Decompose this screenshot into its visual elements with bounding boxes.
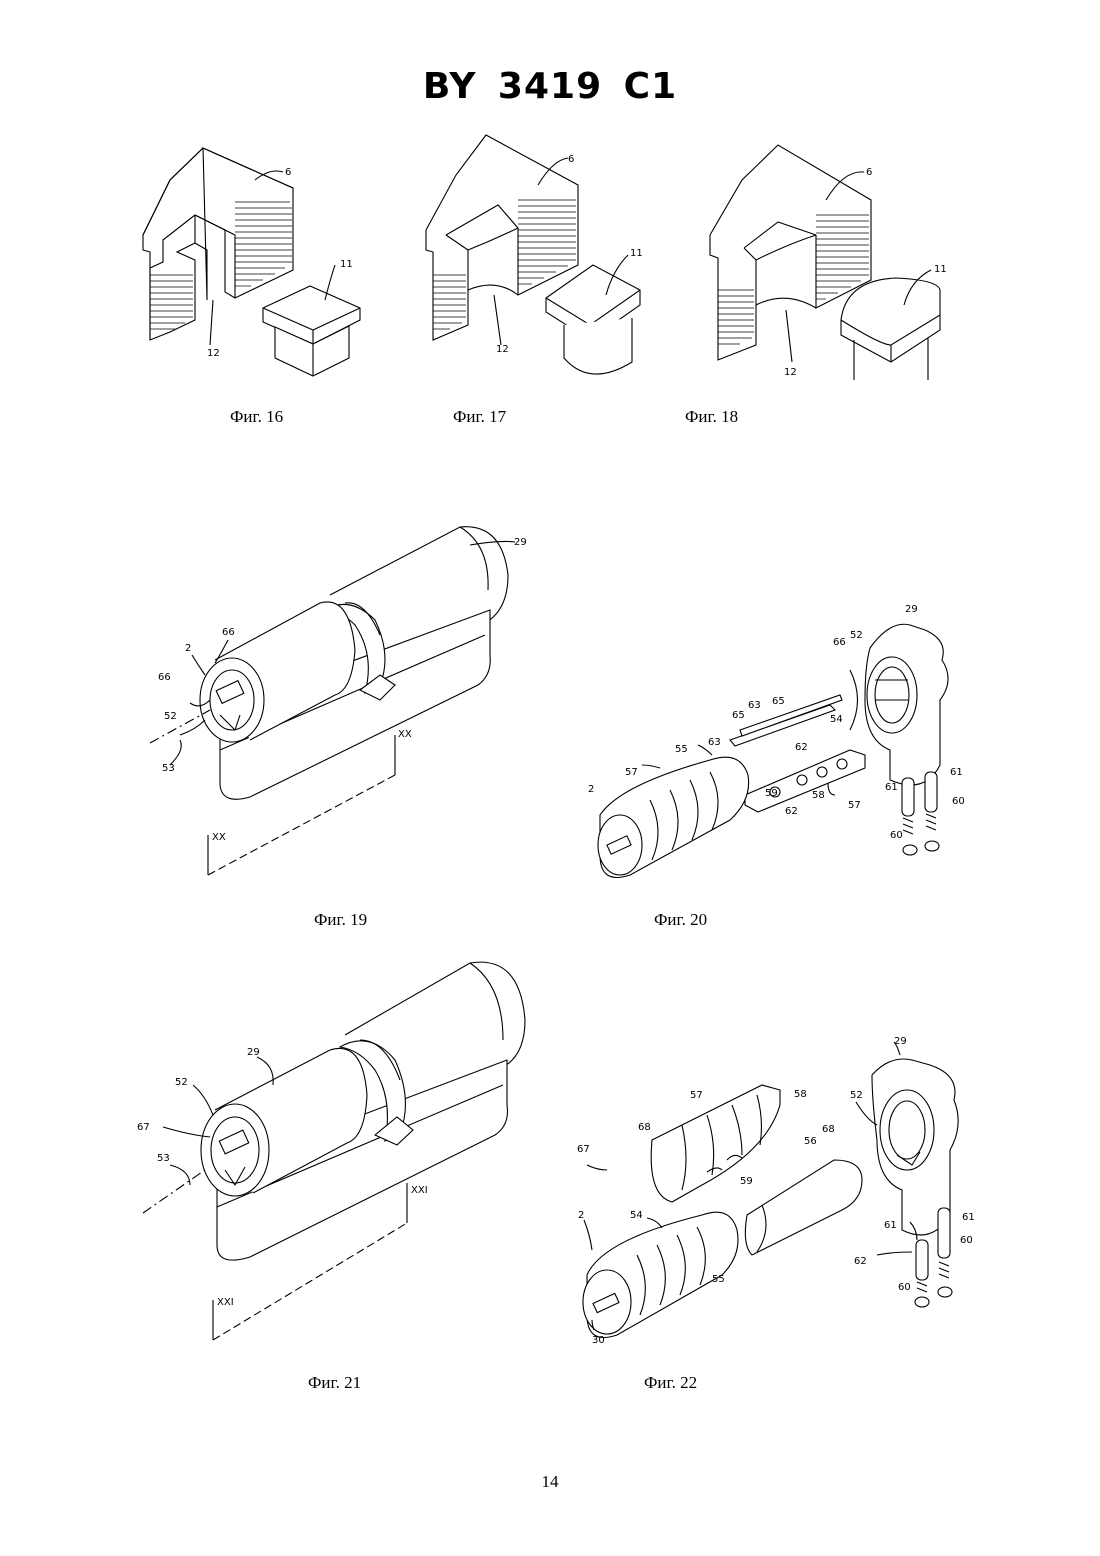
- fig20-label-58: 58: [812, 790, 825, 801]
- fig20-label-63-left: 63: [708, 737, 721, 748]
- fig17-label-12: 12: [496, 344, 509, 355]
- fig20-label-61-left: 61: [885, 782, 898, 793]
- fig19-section-xx-right: XX: [398, 729, 412, 740]
- figure-21-caption: Фиг. 21: [308, 1373, 361, 1393]
- figure-18-caption: Фиг. 18: [685, 407, 738, 427]
- fig17-label-11: 11: [630, 248, 643, 259]
- fig20-label-57-right: 57: [848, 800, 861, 811]
- figure-19-drawing: 29 2 66 66 52 53 XX XX: [140, 515, 540, 880]
- fig22-label-54: 54: [630, 1210, 643, 1221]
- fig20-label-66: 66: [833, 637, 846, 648]
- document-title: BY 3419 C1: [0, 66, 1100, 107]
- fig21-label-53: 53: [157, 1153, 170, 1164]
- fig20-label-62-bottom: 62: [785, 806, 798, 817]
- fig18-label-12: 12: [784, 367, 797, 378]
- fig20-label-60-left: 60: [890, 830, 903, 841]
- fig22-label-55: 55: [712, 1274, 725, 1285]
- fig16-label-6: 6: [285, 167, 291, 178]
- fig19-label-53: 53: [162, 763, 175, 774]
- figure-20-drawing: 29 66 52 63 65 65 63 54 62 55 57 59 2 58…: [580, 600, 970, 885]
- fig20-label-55: 55: [675, 744, 688, 755]
- fig21-section-xxi-right: XXI: [411, 1185, 428, 1196]
- fig17-label-6: 6: [568, 154, 574, 165]
- fig19-label-29: 29: [514, 537, 527, 548]
- fig20-label-63-top: 63: [748, 700, 761, 711]
- fig20-label-65-left: 65: [732, 710, 745, 721]
- fig20-label-62-top: 62: [795, 742, 808, 753]
- fig22-label-56: 56: [804, 1136, 817, 1147]
- figure-19-caption: Фиг. 19: [314, 910, 367, 930]
- fig22-label-57: 57: [690, 1090, 703, 1101]
- fig20-label-29: 29: [905, 604, 918, 615]
- fig20-label-60-right: 60: [952, 796, 965, 807]
- figure-17-caption: Фиг. 17: [453, 407, 506, 427]
- fig22-label-52: 52: [850, 1090, 863, 1101]
- figure-21-drawing: 29 52 67 53 XXI XXI: [135, 955, 540, 1345]
- fig19-label-2: 2: [185, 643, 191, 654]
- fig19-label-66-left: 66: [158, 672, 171, 683]
- figure-20-caption: Фиг. 20: [654, 910, 707, 930]
- fig20-label-57-left: 57: [625, 767, 638, 778]
- fig21-label-52: 52: [175, 1077, 188, 1088]
- fig20-label-61-right: 61: [950, 767, 963, 778]
- fig19-label-66-top: 66: [222, 627, 235, 638]
- fig16-label-11: 11: [340, 259, 353, 270]
- figure-16-drawing: 6 11 12: [135, 140, 375, 385]
- fig22-label-62: 62: [854, 1256, 867, 1267]
- fig22-label-59: 59: [740, 1176, 753, 1187]
- fig22-label-29: 29: [894, 1036, 907, 1047]
- figure-22-drawing: 29 57 58 68 52 68 56 67 59 2 54 55 61 61…: [572, 1030, 982, 1350]
- fig22-label-67: 67: [577, 1144, 590, 1155]
- figure-18-drawing: 6 11 12: [706, 140, 956, 380]
- fig20-label-52: 52: [850, 630, 863, 641]
- fig22-label-58: 58: [794, 1089, 807, 1100]
- fig18-label-11: 11: [934, 264, 947, 275]
- fig22-label-61-right: 61: [962, 1212, 975, 1223]
- figure-17-drawing: 6 11 12: [418, 130, 658, 385]
- fig19-section-xx-left: XX: [212, 832, 226, 843]
- fig22-label-2: 2: [578, 1210, 584, 1221]
- fig21-section-xxi-left: XXI: [217, 1297, 234, 1308]
- figure-16-caption: Фиг. 16: [230, 407, 283, 427]
- fig16-label-12: 12: [207, 348, 220, 359]
- fig19-label-52: 52: [164, 711, 177, 722]
- fig22-label-68-lower: 68: [822, 1124, 835, 1135]
- fig20-label-54: 54: [830, 714, 843, 725]
- fig20-label-59: 59: [765, 788, 778, 799]
- fig22-label-30: 30: [592, 1335, 605, 1346]
- fig21-label-67: 67: [137, 1122, 150, 1133]
- fig22-label-61-left: 61: [884, 1220, 897, 1231]
- fig22-label-60-left: 60: [898, 1282, 911, 1293]
- fig21-label-29: 29: [247, 1047, 260, 1058]
- fig22-label-68-upper: 68: [638, 1122, 651, 1133]
- fig20-label-65-top: 65: [772, 696, 785, 707]
- fig20-label-2: 2: [588, 784, 594, 795]
- fig18-label-6: 6: [866, 167, 872, 178]
- fig22-label-60-right: 60: [960, 1235, 973, 1246]
- figure-22-caption: Фиг. 22: [644, 1373, 697, 1393]
- page-number: 14: [0, 1472, 1100, 1492]
